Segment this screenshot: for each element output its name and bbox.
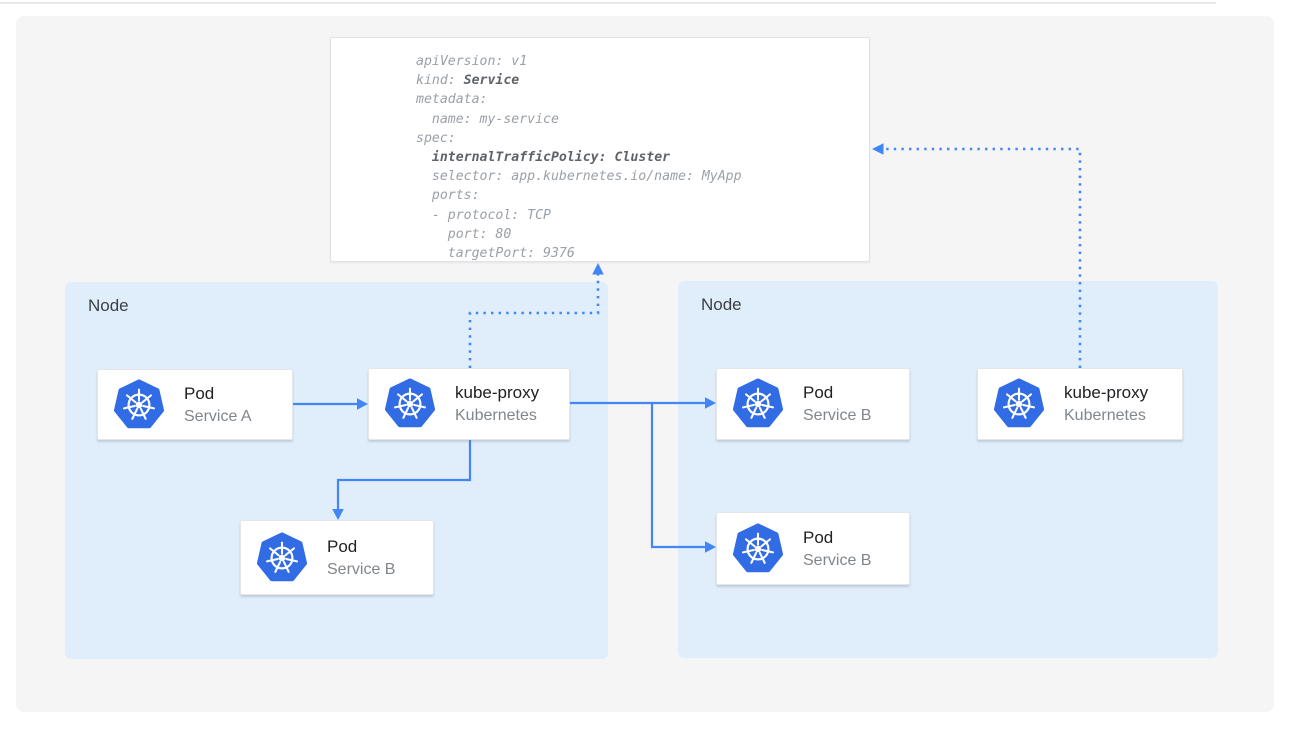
- card-title: Pod: [327, 536, 358, 556]
- code-line: targetPort: 9376: [416, 246, 575, 262]
- code-line: selector: app.kubernetes.io/name: MyApp: [416, 169, 742, 185]
- card-kube-proxy-left: kube-proxy Kubernetes: [368, 368, 570, 440]
- top-divider: [0, 2, 1216, 4]
- card-title: kube-proxy: [1064, 383, 1149, 402]
- kubernetes-icon: [256, 532, 308, 584]
- code-line: name: my-service: [416, 111, 559, 127]
- node-box-left: Node: [65, 282, 608, 659]
- code-line: apiVersion: v1: [416, 54, 528, 69]
- card-kube-proxy-right: kube-proxy Kubernetes: [977, 368, 1183, 440]
- card-title: kube-proxy: [455, 383, 540, 402]
- card-pod-service-b-left: Pod Service B: [240, 520, 434, 595]
- card-subtitle: Kubernetes: [1064, 407, 1146, 424]
- kubernetes-icon: [732, 378, 784, 430]
- card-title: Pod: [803, 527, 834, 547]
- yaml-code: apiVersion: v1 kind: Service metadata: nam…: [416, 52, 742, 263]
- code-line: - protocol: TCP: [416, 207, 551, 223]
- card-title: Pod: [184, 383, 215, 403]
- card-subtitle: Service A: [184, 407, 252, 425]
- card-pod-service-b-right-top: Pod Service B: [716, 368, 910, 440]
- code-line: metadata:: [416, 92, 488, 108]
- code-line: kind: Service: [416, 73, 520, 89]
- kubernetes-icon: [384, 378, 436, 430]
- code-line: ports:: [416, 188, 480, 204]
- code-line: spec:: [416, 130, 456, 146]
- kubernetes-icon: [993, 378, 1045, 430]
- node-label-right: Node: [701, 295, 742, 314]
- code-line: internalTrafficPolicy: Cluster: [431, 150, 671, 166]
- code-line: port: 80: [416, 226, 512, 242]
- node-box-right: Node: [678, 281, 1218, 658]
- card-pod-service-a: Pod Service A: [97, 369, 293, 440]
- card-title: Pod: [803, 383, 834, 402]
- card-subtitle: Service B: [803, 407, 872, 424]
- node-label-left: Node: [88, 296, 129, 315]
- kubernetes-icon: [732, 523, 784, 575]
- yaml-manifest-card: apiVersion: v1 kind: Service metadata: nam…: [330, 37, 870, 262]
- card-subtitle: Kubernetes: [455, 407, 537, 424]
- kubernetes-icon: [113, 379, 165, 431]
- card-subtitle: Service B: [327, 560, 396, 578]
- card-pod-service-b-right-bottom: Pod Service B: [716, 512, 910, 585]
- card-subtitle: Service B: [803, 551, 872, 569]
